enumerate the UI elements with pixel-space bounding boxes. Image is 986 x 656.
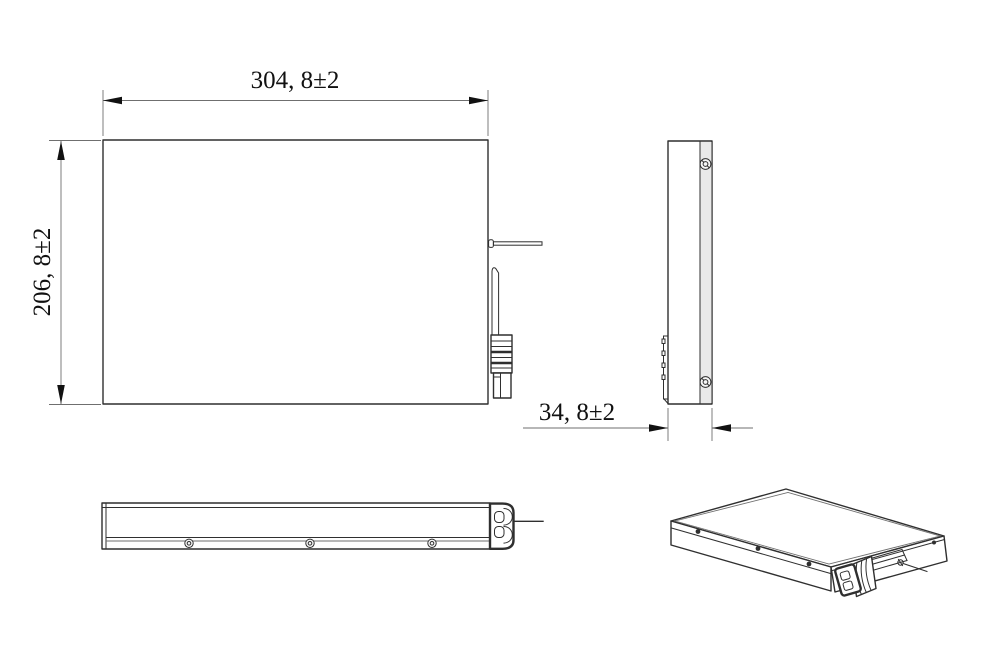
rod-cap [488, 239, 494, 248]
cable-line [868, 548, 903, 560]
end-cap-ear-top [494, 511, 505, 523]
iso-screw [806, 561, 812, 567]
dim-thickness-arrow-right [712, 424, 731, 432]
screw-core [307, 541, 313, 546]
iso-screw [695, 529, 701, 534]
edge-connector-nub [661, 374, 666, 380]
side-view-lid-strip [700, 142, 712, 403]
edge-connector-nub [661, 338, 666, 344]
connector-bracket [491, 267, 500, 336]
dim-width-arrow-right [469, 96, 488, 105]
dim-thickness-label: 34, 8±2 [539, 399, 615, 426]
screw-slot [706, 382, 710, 387]
cable-line [870, 554, 906, 566]
connector-face-slot-bottom [842, 580, 854, 591]
screw-head [184, 538, 194, 548]
screw-slot [706, 164, 710, 169]
dim-width-arrow-left [103, 96, 122, 105]
screw-slot [701, 377, 705, 382]
dim-thickness-arrow-left [649, 424, 668, 432]
iso-left-face [670, 520, 832, 592]
dim-height-label: 206, 8±2 [29, 228, 56, 317]
screw-core [702, 379, 709, 385]
bottom-screw-3 [427, 538, 437, 548]
bottom-screw-1 [184, 538, 194, 548]
side-view-edge-connector [661, 335, 669, 405]
dim-height-arrow-bottom [57, 385, 65, 404]
iso-top-face-rim [673, 492, 942, 565]
side-screw-top [699, 158, 712, 170]
edge-connector-taper [663, 398, 669, 405]
end-cap-bulge-top [503, 507, 513, 526]
boot-rib [865, 557, 872, 592]
iso-cables [868, 548, 908, 571]
edge-connector-nub [661, 362, 666, 368]
dim-thickness: 34, 8±2 [523, 399, 753, 441]
dim-height: 206, 8±2 [29, 140, 101, 405]
bottom-view [101, 502, 544, 550]
dim-width: 304, 8±2 [102, 67, 489, 136]
boot-rib [860, 559, 867, 594]
connector-face-slot-top [839, 570, 851, 581]
iso-screw [932, 540, 936, 545]
front-view-connector [488, 239, 543, 399]
cable-end [901, 548, 908, 562]
screw-core [429, 541, 435, 546]
bottom-screw-2 [305, 538, 315, 548]
screw-core [702, 161, 709, 167]
rod-shaft [492, 241, 543, 246]
end-cap-ear-bottom [494, 526, 505, 538]
bottom-end-cap [488, 502, 544, 550]
cable-line [873, 559, 908, 571]
edge-connector-nub [661, 350, 666, 356]
iso-connector-face [834, 563, 862, 597]
connector-plug [492, 372, 512, 399]
side-view [661, 140, 713, 405]
side-screw-bottom [699, 376, 712, 388]
iso-screw [755, 546, 761, 551]
dim-width-label: 304, 8±2 [251, 67, 340, 94]
dim-height-arrow-top [57, 141, 65, 160]
screw-axis-line [902, 562, 928, 573]
screw-head [305, 538, 315, 548]
isometric-view [670, 488, 948, 598]
iso-left-face-seam [670, 527, 832, 575]
screw-core [186, 541, 192, 546]
end-cap-bulge-bottom [503, 525, 513, 544]
screw-slot [701, 159, 705, 164]
front-view-outline [102, 139, 489, 405]
screw-head [427, 538, 437, 548]
front-view [102, 139, 543, 405]
